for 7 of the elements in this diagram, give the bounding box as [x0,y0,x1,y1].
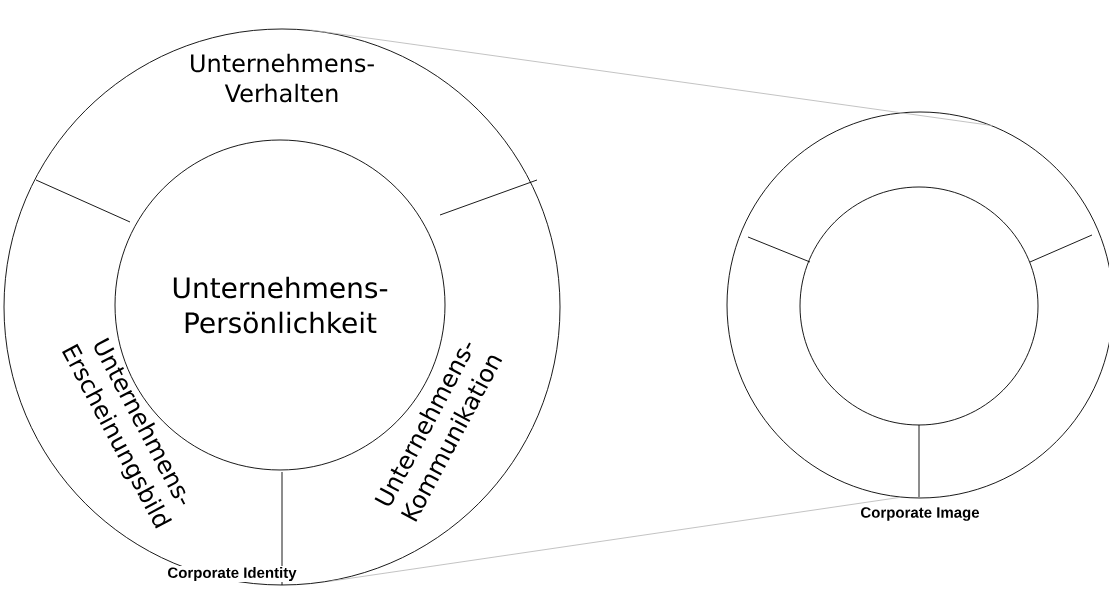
node-label: Corporate Image [859,506,981,522]
segment-label: Unternehmens- Verhalten [191,53,374,103]
connector-line [310,29,993,127]
ring-circle [3,28,561,586]
node-label: Corporate Identity [166,566,298,582]
connector-line [329,497,901,582]
ring-circle [799,186,1039,426]
